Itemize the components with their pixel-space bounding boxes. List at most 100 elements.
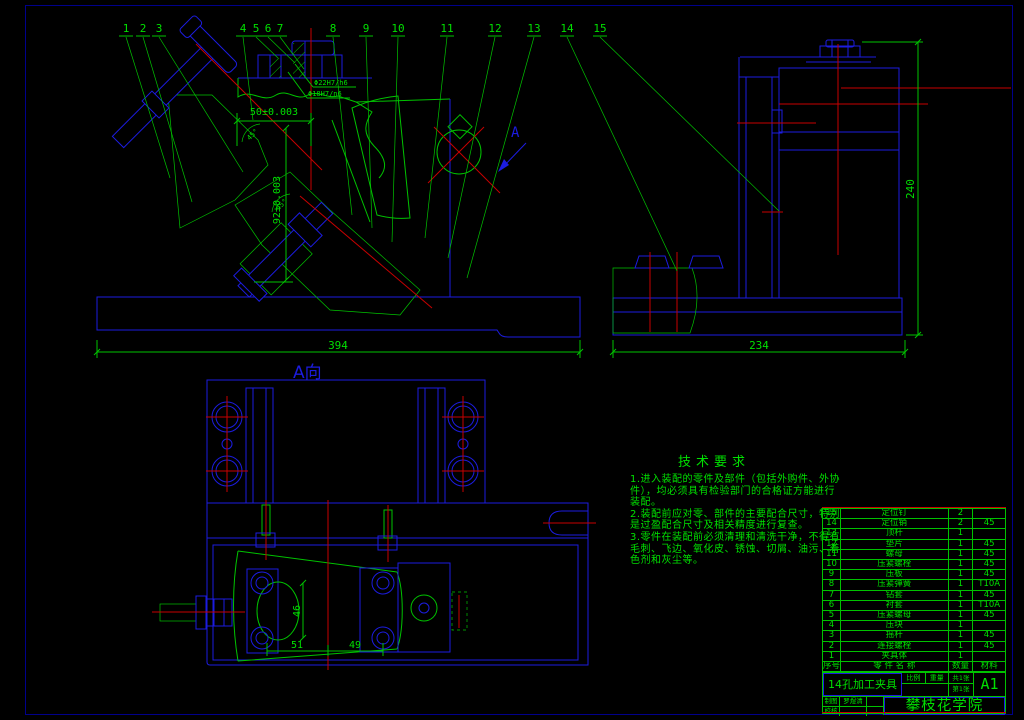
side-view: 240 234 <box>609 38 1011 358</box>
callout-leader-7 <box>279 36 305 70</box>
side-bolt <box>152 595 245 630</box>
callout-14: 14 <box>560 22 574 35</box>
dim-51: 51 <box>291 640 303 651</box>
callout-13: 13 <box>527 22 540 35</box>
title-block: 14孔加工夹具 比例 重量 共1张 第1张 A1 制图 罗煜清 <box>822 672 1006 716</box>
side-section-hatch <box>612 267 698 334</box>
callout-5: 5 <box>253 22 260 35</box>
tech-requirement-line: 毛刺、飞边、氧化皮、锈蚀、切屑、油污、着 <box>630 543 840 555</box>
a-view-plate-outline <box>206 379 589 666</box>
callout-4: 4 <box>240 22 247 35</box>
header-name: 零 件 名 称 <box>840 661 949 673</box>
callout-9: 9 <box>363 22 370 35</box>
callout-6: 6 <box>265 22 272 35</box>
callout-12: 12 <box>488 22 501 35</box>
parts-table-header-row: 序号 零 件 名 称 数量 材料 <box>821 661 1006 673</box>
technical-requirements: 技术要求 1.进入装配的零件及部件（包括外购件、外协件），均必须具有检验部门的合… <box>630 451 868 567</box>
callout-leader-2 <box>142 36 193 203</box>
drawing-border-frame <box>25 5 1013 715</box>
table-top-redline <box>822 507 1006 508</box>
callout-2: 2 <box>140 22 147 35</box>
clamp-bolt-upper <box>111 15 238 149</box>
view-direction-label: A <box>511 125 520 141</box>
drawn-by: 罗煜清 <box>840 697 867 706</box>
callout-leader-11 <box>424 36 448 239</box>
technical-requirements-title: 技术要求 <box>678 455 751 470</box>
rocker-arm-outline <box>351 95 411 219</box>
callout-leader-8 <box>332 36 353 216</box>
callout-leader-6 <box>267 36 296 64</box>
weight-label: 重量 <box>929 674 944 682</box>
callout-leader-10 <box>391 36 399 243</box>
callout-leader-13 <box>466 36 535 279</box>
fit-label-2: Φ18H7/n6 <box>308 90 342 98</box>
scale-label: 比例 <box>902 673 926 683</box>
sheets-total: 共1张 <box>949 673 973 684</box>
clamp-bolt-lower <box>233 201 334 302</box>
callout-leader-4 <box>242 36 254 121</box>
callout-leader-1 <box>125 36 171 179</box>
callout-leader-15 <box>599 36 780 212</box>
dim-234: 234 <box>749 339 769 352</box>
header-no: 序号 <box>821 661 842 673</box>
top-nut <box>819 39 861 58</box>
tech-requirement-line: 1.进入装配的零件及部件（包括外购件、外协 <box>630 474 841 485</box>
tech-requirement-line: 色剂和灰尘等。 <box>630 555 704 567</box>
drill-bushing-circle <box>436 129 482 175</box>
front-view: A 50±0.003 92±0.003 Φ22H7/h6 Φ18H7/n6 45… <box>93 15 584 358</box>
header-material: 材料 <box>972 661 1006 673</box>
organization-name: 攀枝花学院 <box>884 697 1005 715</box>
callout-3: 3 <box>156 22 163 35</box>
a-view-lower-body <box>212 544 579 661</box>
tech-requirement-line: 3.零件在装配前必须清理和清洗干净，不得有 <box>630 531 841 543</box>
sheet-size: A1 <box>980 675 999 693</box>
tech-requirement-line: 装配。 <box>630 497 662 509</box>
checked-label: 校核 <box>823 706 840 716</box>
drawn-label: 制图 <box>823 697 840 706</box>
bolt-holes <box>206 396 484 492</box>
a-view-label: A向 <box>293 363 322 383</box>
side-base-outline <box>612 297 903 336</box>
sheet-number: 第1张 <box>952 685 970 693</box>
callout-10: 10 <box>391 22 404 35</box>
tech-requirements-lines: 1.进入装配的零件及部件（包括外购件、外协件），均必须具有检验部门的合格证方能进… <box>630 474 868 567</box>
callout-7: 7 <box>277 22 284 35</box>
callout-leader-14 <box>566 36 678 272</box>
callout-11: 11 <box>440 22 453 35</box>
table-bottom-redline <box>822 712 1006 713</box>
callout-leader-3 <box>158 36 244 173</box>
drawing-title: 14孔加工夹具 <box>823 673 902 696</box>
dim-46: 46 <box>292 605 303 617</box>
callout-8: 8 <box>330 22 337 35</box>
a-direction-view: A向 <box>152 363 596 670</box>
dim-50: 50±0.003 <box>250 107 298 118</box>
callout-15: 15 <box>593 22 606 35</box>
tech-requirement-line: 2.装配前应对零、部件的主要配合尺寸，特别 <box>630 508 841 520</box>
callout-leader-5 <box>255 36 279 59</box>
fit-label-1: Φ22H7/h6 <box>314 79 348 87</box>
callout-1: 1 <box>123 22 130 35</box>
callout-leader-12 <box>447 36 496 259</box>
dim-240: 240 <box>904 179 917 199</box>
tech-requirement-line: 件），均必须具有检验部门的合格证方能进行 <box>630 485 835 497</box>
section-hatch-left <box>167 94 269 229</box>
